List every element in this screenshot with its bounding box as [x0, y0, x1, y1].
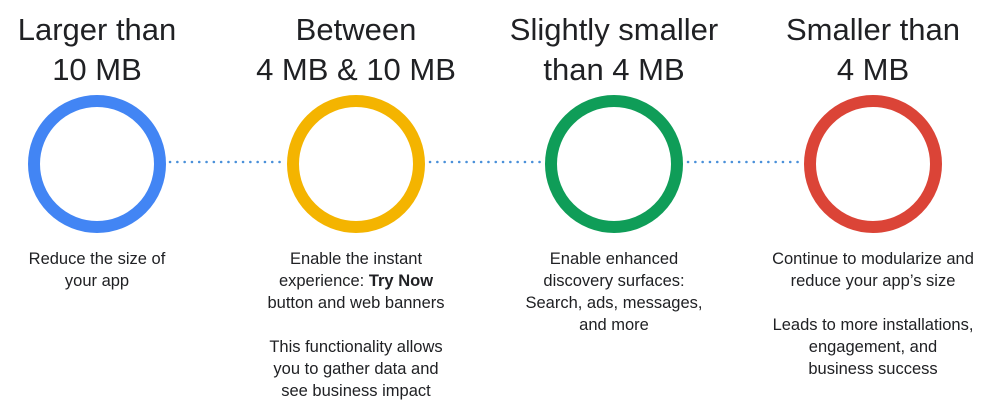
description-paragraph: Enable the instant experience: Try Now b…	[236, 248, 476, 314]
description-line: Reduce the size of	[28, 250, 166, 268]
description-line: This functionality allows	[269, 338, 443, 356]
description-line: Search, ads, messages,	[525, 294, 703, 312]
stage-between-4mb-and-10mb: Between 4 MB & 10 MB Enable the instant …	[236, 0, 476, 412]
description-text: experience:	[278, 272, 369, 290]
dotted-connector	[428, 160, 542, 164]
description-line: experience: Try Now	[236, 270, 476, 292]
stage-ring	[545, 95, 683, 233]
stage-ring	[287, 95, 425, 233]
try-now-emphasis: Try Now	[368, 272, 434, 290]
stage-larger-than-10mb: Larger than 10 MB Reduce the size of you…	[0, 0, 217, 412]
stage-heading-line: Between	[295, 12, 417, 47]
stage-heading-line: 10 MB	[52, 52, 142, 87]
description-line: and more	[579, 316, 649, 334]
dotted-connector	[686, 160, 800, 164]
stage-slightly-smaller-than-4mb: Slightly smaller than 4 MB Enable enhanc…	[494, 0, 734, 412]
description-line: your app	[64, 272, 130, 290]
description-line: business success	[808, 360, 938, 378]
stage-heading-line: Larger than	[17, 12, 177, 47]
description-line: see business impact	[281, 382, 431, 400]
description-paragraph: Enable enhanced discovery surfaces: Sear…	[494, 248, 734, 336]
stage-description: Enable the instant experience: Try Now b…	[236, 248, 476, 402]
stage-description: Enable enhanced discovery surfaces: Sear…	[494, 248, 734, 336]
description-line: engagement, and	[808, 338, 938, 356]
stage-heading-line: 4 MB & 10 MB	[256, 52, 456, 87]
description-paragraph: Leads to more installations, engagement,…	[753, 314, 993, 380]
stage-heading-line: than 4 MB	[543, 52, 685, 87]
stage-heading-line: Slightly smaller	[509, 12, 719, 47]
description-line: Enable the instant	[289, 250, 423, 268]
description-paragraph: Reduce the size of your app	[0, 248, 217, 292]
stage-heading: Slightly smaller than 4 MB	[494, 10, 734, 90]
stage-heading: Smaller than 4 MB	[753, 10, 993, 90]
stage-circle	[287, 95, 425, 233]
stage-ring	[28, 95, 166, 233]
description-line: Leads to more installations,	[772, 316, 974, 334]
description-paragraph: Continue to modularize and reduce your a…	[753, 248, 993, 292]
description-line: button and web banners	[267, 294, 445, 312]
description-line: Continue to modularize and	[772, 250, 974, 268]
stage-ring	[804, 95, 942, 233]
description-line: you to gather data and	[273, 360, 439, 378]
stage-description: Continue to modularize and reduce your a…	[753, 248, 993, 380]
stage-heading-line: 4 MB	[836, 52, 910, 87]
stage-circle	[804, 95, 942, 233]
stage-circle	[545, 95, 683, 233]
description-line: Enable enhanced	[549, 250, 679, 268]
description-line: discovery surfaces:	[543, 272, 685, 290]
stage-heading: Larger than 10 MB	[0, 10, 217, 90]
stage-heading-line: Smaller than	[785, 12, 961, 47]
description-paragraph: This functionality allows you to gather …	[236, 336, 476, 402]
stage-smaller-than-4mb: Smaller than 4 MB Continue to modularize…	[753, 0, 993, 412]
description-line: reduce your app’s size	[790, 272, 956, 290]
stage-description: Reduce the size of your app	[0, 248, 217, 292]
stage-heading: Between 4 MB & 10 MB	[236, 10, 476, 90]
stage-circle	[28, 95, 166, 233]
dotted-connector	[168, 160, 286, 164]
